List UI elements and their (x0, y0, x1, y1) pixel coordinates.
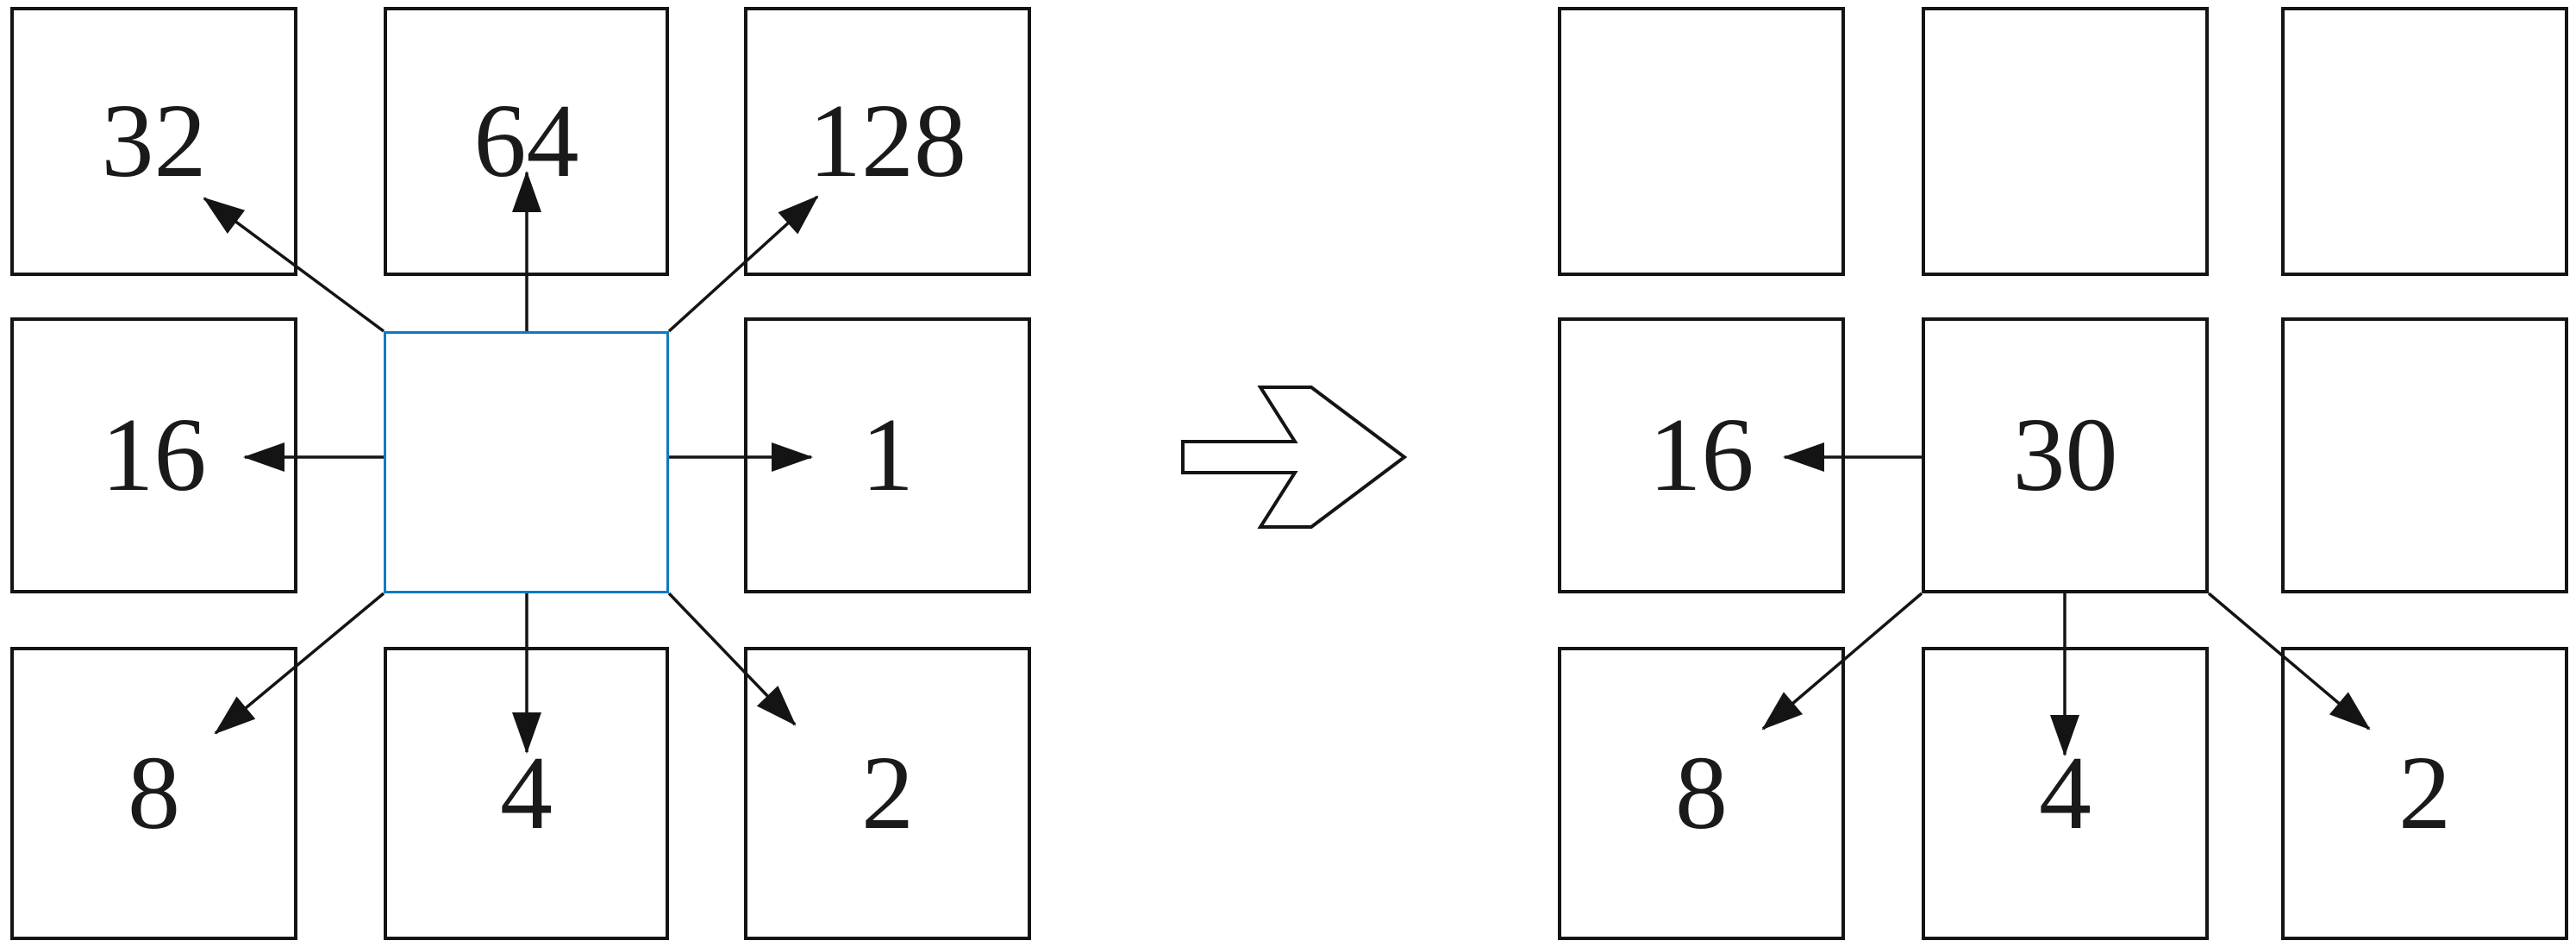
cell-value: 128 (809, 83, 966, 199)
left-grid-cell-r3c3: 2 (744, 647, 1031, 940)
left-grid-cell-r2c3: 1 (744, 317, 1031, 593)
right-grid-center-cell: 30 (1922, 317, 2209, 593)
left-grid-cell-r3c2: 4 (384, 647, 669, 940)
cell-value: 1 (861, 397, 914, 513)
right-grid-cell-r1c3 (2281, 7, 2568, 276)
left-grid-cell-r2c1: 16 (10, 317, 297, 593)
right-grid-cell-r3c1: 8 (1558, 647, 1845, 940)
right-grid-cell-r1c2 (1922, 7, 2209, 276)
left-grid-cell-r1c2: 64 (384, 7, 669, 276)
cell-value: 8 (1675, 735, 1728, 851)
cell-value: 16 (101, 397, 207, 513)
cell-value: 30 (2012, 397, 2118, 513)
right-grid-cell-r3c2: 4 (1922, 647, 2209, 940)
cell-value: 4 (500, 735, 553, 851)
cell-value: 4 (2039, 735, 2091, 851)
transform-arrow-icon (1181, 386, 1408, 529)
left-grid-cell-r1c3: 128 (744, 7, 1031, 276)
cell-value: 2 (2398, 735, 2451, 851)
right-grid-cell-r2c3 (2281, 317, 2568, 593)
cell-value: 2 (861, 735, 914, 851)
right-grid-cell-r2c1: 16 (1558, 317, 1845, 593)
left-grid-center-cell (384, 331, 669, 593)
cell-value: 64 (473, 83, 579, 199)
right-grid-cell-r3c3: 2 (2281, 647, 2568, 940)
left-grid-cell-r3c1: 8 (10, 647, 297, 940)
cell-value: 32 (101, 83, 207, 199)
left-grid-cell-r1c1: 32 (10, 7, 297, 276)
cell-value: 16 (1648, 397, 1754, 513)
cell-value: 8 (128, 735, 180, 851)
right-grid-cell-r1c1 (1558, 7, 1845, 276)
